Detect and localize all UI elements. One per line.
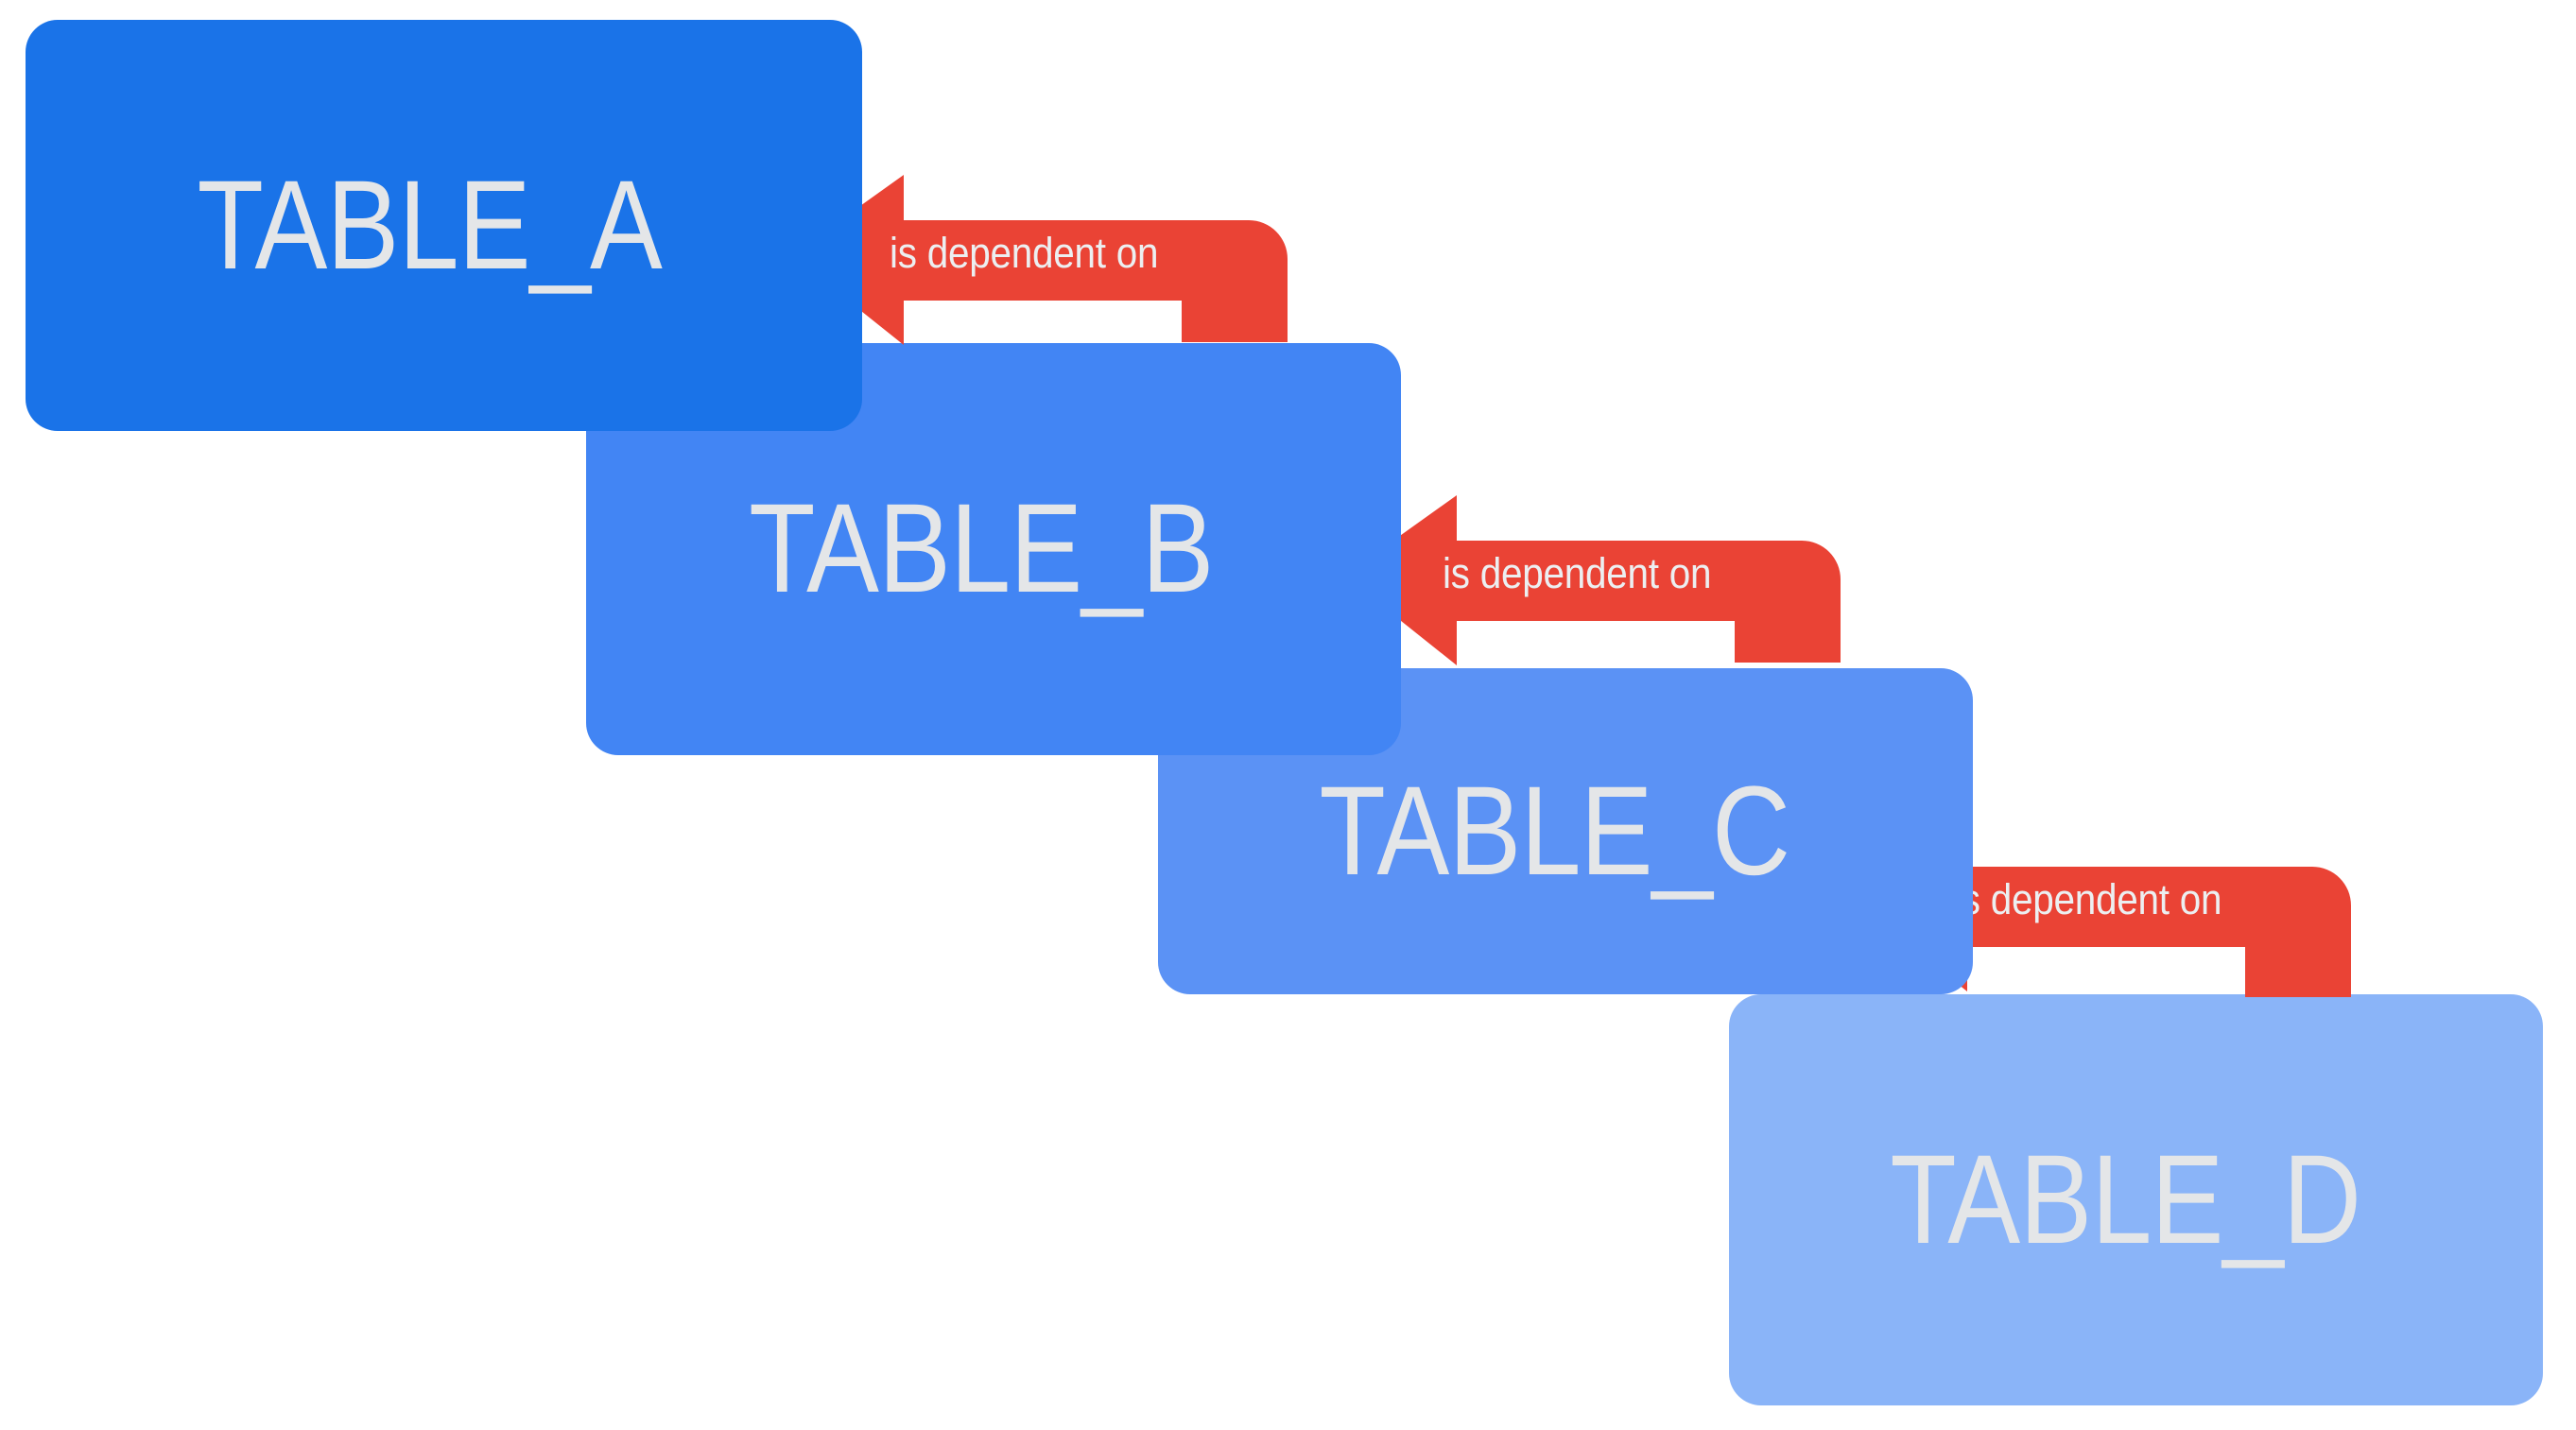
arrow-left-icon xyxy=(1344,495,1841,665)
edge-b-depends-on-a[interactable]: is dependent on xyxy=(791,175,1292,345)
edge-c-depends-on-b[interactable]: is dependent on xyxy=(1344,495,1845,665)
node-table-d-label: TABLE_D xyxy=(1890,1128,2361,1270)
arrow-left-icon xyxy=(791,175,1288,345)
node-table-a[interactable]: TABLE_A xyxy=(26,20,862,431)
node-table-c[interactable]: TABLE_C xyxy=(1158,668,1973,994)
node-table-a-label: TABLE_A xyxy=(197,154,662,296)
node-table-c-label: TABLE_C xyxy=(1319,760,1790,902)
node-table-b-label: TABLE_B xyxy=(749,478,1214,619)
edge-d-depends-on-c[interactable]: is dependent on xyxy=(1855,821,2356,1001)
edge-c-depends-on-b-label: is dependent on xyxy=(1443,549,1712,597)
edge-d-depends-on-c-label: is dependent on xyxy=(1953,875,2222,923)
node-table-d[interactable]: TABLE_D xyxy=(1729,994,2543,1405)
edge-b-depends-on-a-label: is dependent on xyxy=(890,229,1159,277)
arrow-left-icon xyxy=(1855,821,2351,997)
